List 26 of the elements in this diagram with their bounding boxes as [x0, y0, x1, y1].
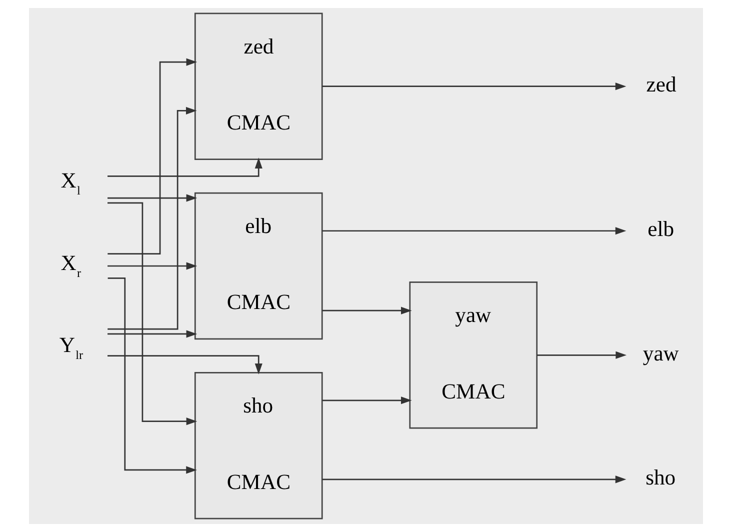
- node-box: zed CMAC: [194, 12, 322, 160]
- node-box: yaw CMAC: [408, 282, 538, 429]
- arrow: [322, 396, 412, 404]
- node-text: X$_{r}$: [60, 250, 80, 280]
- node-text: Y$_{lr}$: [58, 333, 83, 362]
- node-text: zed: [646, 72, 676, 96]
- arrow: [107, 262, 197, 270]
- arrow: [107, 277, 196, 474]
- arrow: [107, 158, 262, 177]
- arrow: [322, 476, 626, 484]
- arrow: [322, 306, 412, 314]
- arrow: [107, 106, 196, 330]
- node-text: yaw: [642, 341, 678, 366]
- node-box: elb CMAC: [194, 192, 322, 340]
- arrow: [107, 330, 197, 338]
- arrow: [107, 355, 262, 374]
- node-box: sho CMAC: [194, 372, 322, 520]
- arrow: [107, 58, 197, 255]
- node-text: X$_{l}$: [60, 168, 80, 198]
- arrow: [107, 194, 197, 202]
- node-text: elb: [647, 217, 674, 242]
- arrow: [322, 227, 626, 235]
- arrow: [322, 82, 626, 90]
- node-text: sho: [645, 466, 676, 490]
- arrow: [536, 351, 626, 359]
- arrow: [107, 202, 197, 426]
